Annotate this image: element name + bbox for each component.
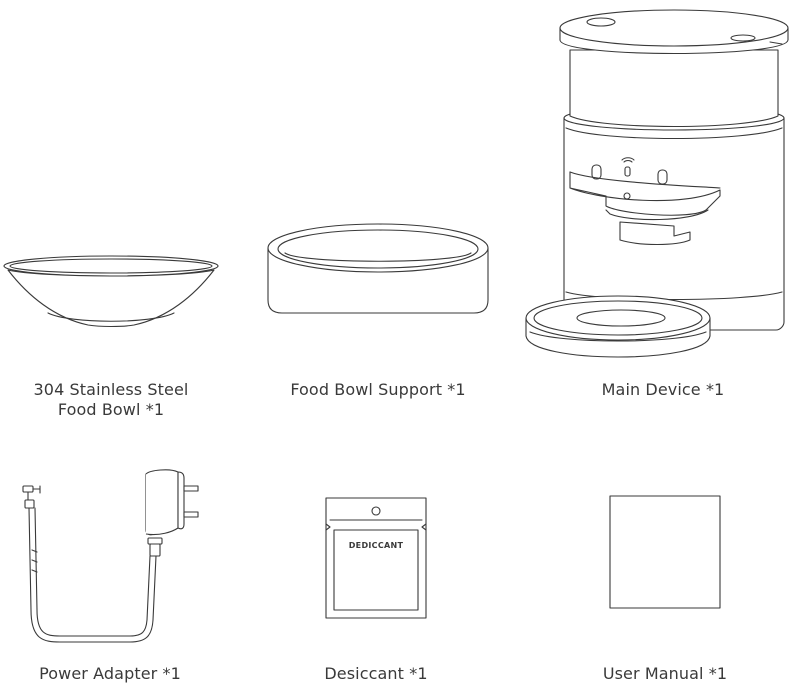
main-device-caption: Main Device *1 <box>601 380 725 399</box>
desiccant-caption: Desiccant *1 <box>324 664 428 683</box>
food-bowl-caption: 304 Stainless Steel Food Bowl *1 <box>33 380 189 419</box>
user-manual-caption: User Manual *1 <box>602 664 728 683</box>
desiccant-pack-label: DEDICCANT <box>349 541 404 550</box>
bowl-support-caption: Food Bowl Support *1 <box>290 380 466 399</box>
power-adapter-caption: Power Adapter *1 <box>39 664 181 683</box>
